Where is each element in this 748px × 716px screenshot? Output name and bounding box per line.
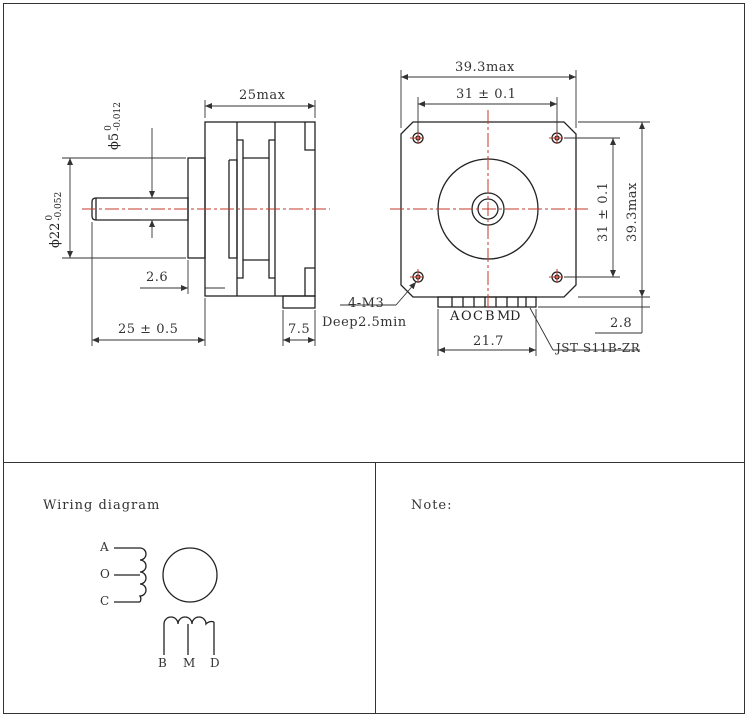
coil-lead-M: M [183,656,196,670]
boss [187,157,206,259]
connector-width-label: 7.5 [288,322,311,337]
width-max-label: 39.3max [455,60,515,75]
pin-letter: M [497,309,511,324]
motor-face [400,121,577,298]
pin-letter: A [450,309,460,324]
connector-side [282,295,316,309]
hole-depth-label: Deep2.5min [322,315,407,330]
height-max-label: 39.3max [625,182,640,242]
holes-label: 4-M3 [348,296,385,311]
boss-height-label: 2.6 [146,270,169,285]
coil-lead-A: A [100,540,110,554]
coil-lead-D: D [210,656,221,670]
coil-lead-C: C [100,594,110,608]
pin-letter: O [461,309,472,324]
shaft-length-label: 25 ± 0.5 [118,322,179,337]
connector-front [437,296,537,308]
pin-letter: B [485,309,495,324]
side-view [91,121,316,309]
coil-lead-O: O [100,567,111,581]
coil-lead-B: B [158,656,168,670]
notes-panel [375,462,745,714]
wiring-title: Wiring diagram [43,498,161,513]
connector-name-label: JST S11B-ZR [556,341,641,355]
wiring-schematic [114,547,218,655]
hole-spacing-y-label: 31 ± 0.1 [596,181,611,242]
pin-letter: C [473,309,483,324]
connector-span-label: 21.7 [473,334,504,349]
rotor-symbol [162,547,218,603]
connector-offset-label: 2.8 [610,316,633,331]
notes-title: Note: [411,498,453,513]
pin-letter: D [510,309,521,324]
length-max-label: 25max [239,88,286,103]
hole-spacing-x-label: 31 ± 0.1 [456,87,517,102]
